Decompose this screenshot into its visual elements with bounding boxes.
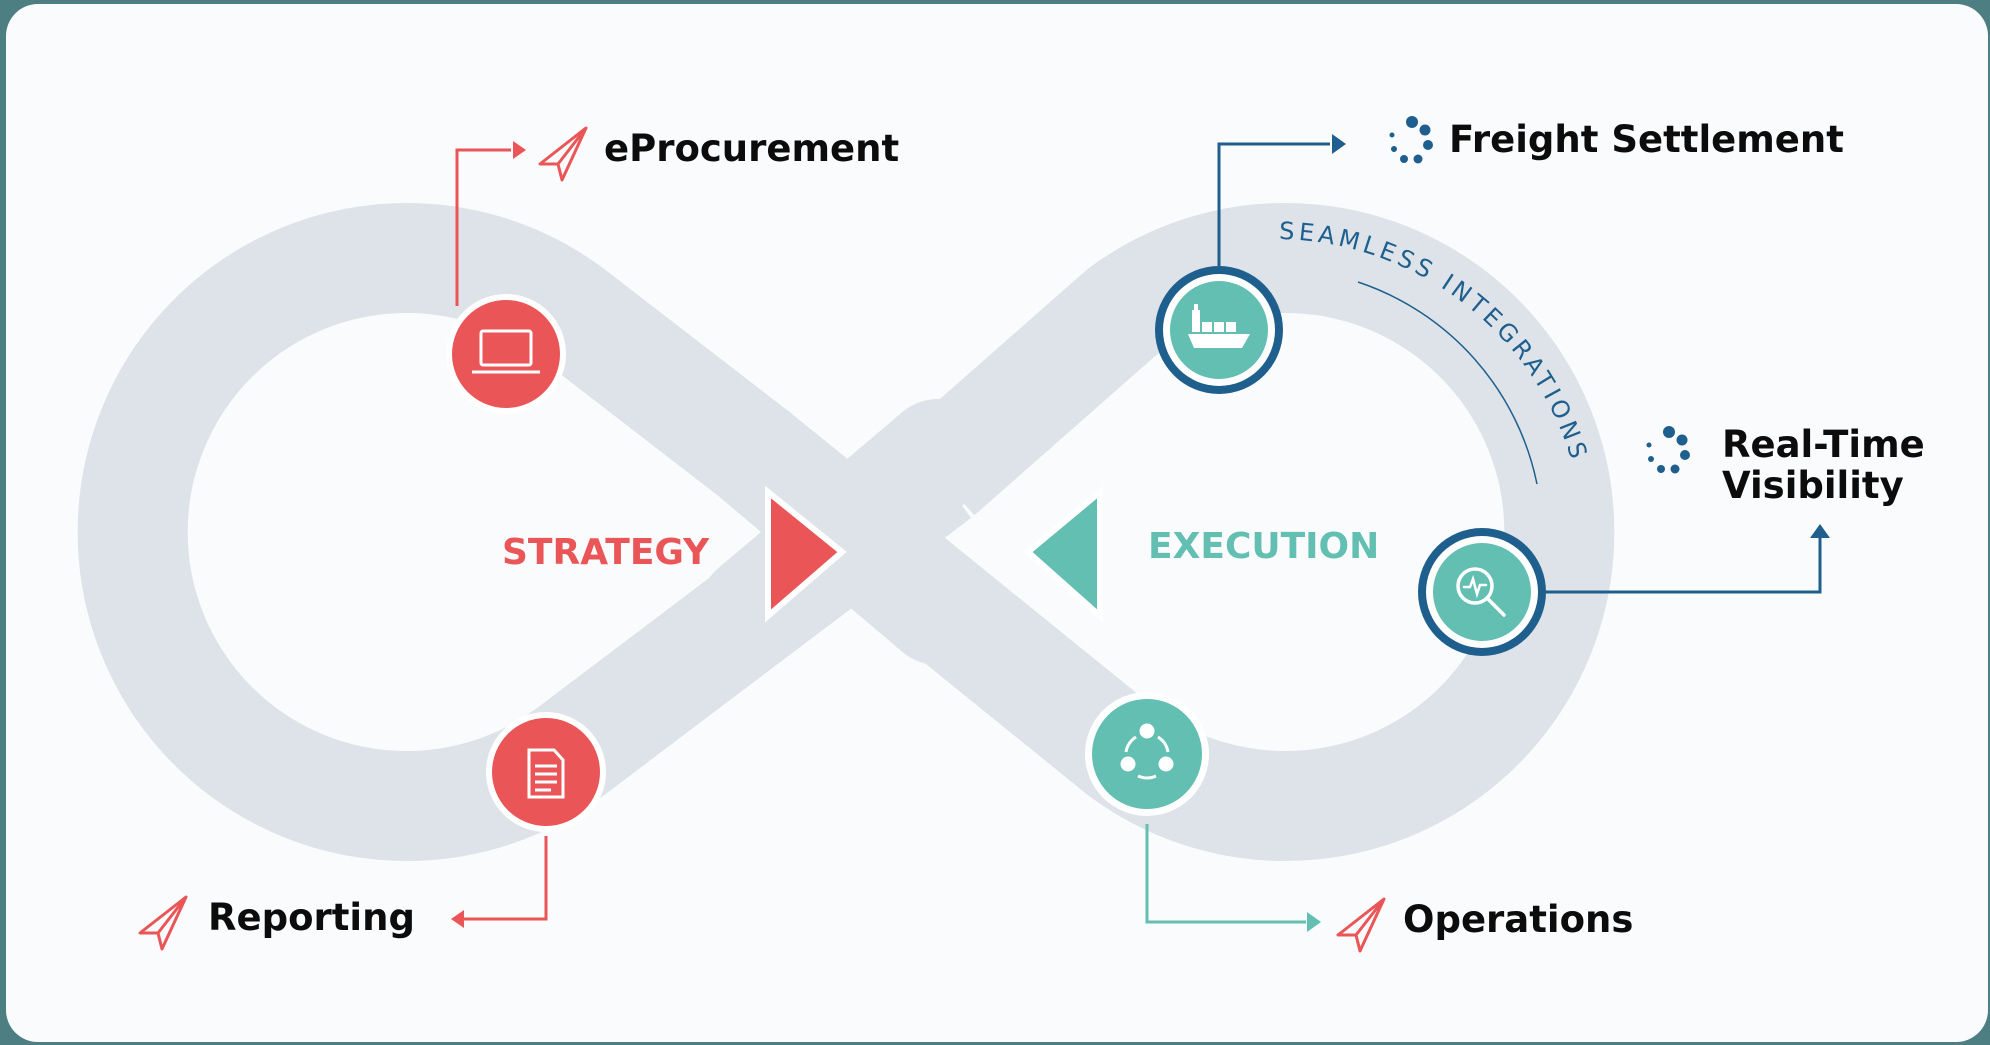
- operations-label[interactable]: Operations: [1403, 898, 1634, 941]
- document-node[interactable]: [486, 712, 606, 832]
- paper-plane-icon: [138, 895, 188, 951]
- reporting-label[interactable]: Reporting: [208, 896, 415, 939]
- connector-eprocurement: [455, 148, 511, 306]
- cargo-ship-node[interactable]: [1155, 266, 1283, 394]
- connector-freight: [1217, 142, 1330, 266]
- cycle-arrows-icon: [1120, 723, 1174, 780]
- paper-plane-icon: [1336, 897, 1386, 953]
- magnifier-node[interactable]: [1418, 528, 1546, 656]
- connector-reporting: [464, 836, 548, 921]
- execution-title: EXECUTION: [1148, 526, 1380, 567]
- real-time-line: Real-Time: [1722, 423, 1925, 466]
- strategy-title: STRATEGY: [502, 532, 710, 573]
- freight-settlement-label[interactable]: Freight Settlement: [1449, 118, 1844, 161]
- spinner-dots-icon: [1389, 116, 1433, 164]
- connector-operations: [1145, 824, 1306, 924]
- strategy-arrow: [765, 485, 847, 623]
- connector-visibility: [1542, 538, 1822, 594]
- spinner-dots-icon: [1646, 426, 1690, 474]
- diagram-card: SEAMLESS INTEGRATIONS: [6, 4, 1988, 1042]
- laptop-node[interactable]: [446, 294, 566, 414]
- paper-plane-icon: [538, 126, 588, 182]
- visibility-line: Visibility: [1722, 464, 1904, 508]
- magnifier-pulse-icon: [1456, 567, 1506, 617]
- infinity-diagram: SEAMLESS INTEGRATIONS: [77, 116, 1830, 953]
- cargo-ship-icon: [1188, 304, 1250, 348]
- laptop-icon: [472, 329, 540, 374]
- execution-arrow: [1023, 485, 1103, 623]
- eprocurement-label[interactable]: eProcurement: [604, 127, 900, 170]
- cycle-node[interactable]: [1085, 692, 1209, 816]
- real-time-visibility-label[interactable]: Real-Time Visibility: [1722, 424, 1925, 507]
- document-icon: [527, 748, 565, 799]
